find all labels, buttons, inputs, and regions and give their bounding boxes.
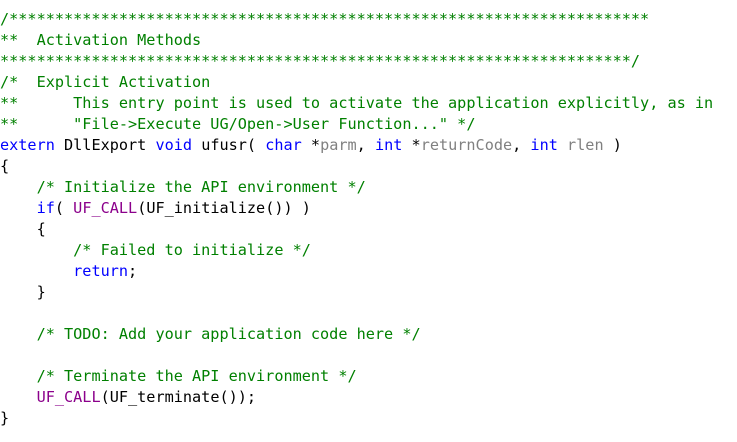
code-area[interactable]: /***************************************… [0,9,713,429]
code-line: /* Failed to initialize */ [0,240,713,261]
code-text: { [0,157,10,175]
code-text: * [402,136,421,154]
code-text [0,367,37,385]
code-line: extern DllExport void ufusr( char *parm,… [0,135,713,156]
code-text [0,262,73,280]
code-keyword: if [36,199,55,217]
code-text: , [356,136,375,154]
code-comment: ** "File->Execute UG/Open->User Function… [0,115,476,133]
code-line: } [0,408,713,429]
code-keyword: void [155,136,193,154]
code-text: ( [54,199,74,217]
code-text [0,388,37,406]
code-text: * [301,136,321,154]
code-keyword: int [530,136,558,154]
code-line: { [0,156,713,177]
code-line: /* Terminate the API environment */ [0,366,713,387]
code-line: } [0,282,713,303]
code-line: if( UF_CALL(UF_initialize()) ) [0,198,713,219]
code-comment: /* Initialize the API environment */ [36,178,366,196]
code-line: ** "File->Execute UG/Open->User Function… [0,114,713,135]
code-comment: ** Activation Methods [0,31,202,49]
code-line [0,303,713,324]
code-text [558,136,567,154]
code-comment: /* Failed to initialize */ [73,241,311,259]
code-comment: /***************************************… [0,10,650,28]
code-line: ** Activation Methods [0,30,713,51]
code-text: (UF_initialize()) ) [137,199,311,217]
code-line [0,345,713,366]
code-parameter: rlen [567,136,604,154]
code-comment: /* Explicit Activation [0,73,211,91]
code-parameter: returnCode [420,136,513,154]
code-text: ; [128,262,138,280]
code-macro: UF_CALL [73,199,138,217]
code-text [0,178,37,196]
code-text: { [0,220,46,238]
code-line: { [0,219,713,240]
code-line: UF_CALL(UF_terminate()); [0,387,713,408]
code-text [0,199,37,217]
code-text: ufusr( [192,136,266,154]
code-keyword: char [265,136,302,154]
code-text: } [0,283,46,301]
code-comment: /* TODO: Add your application code here … [36,325,421,343]
code-text: DllExport [54,136,156,154]
code-keyword: extern [0,136,55,154]
code-text: , [512,136,531,154]
code-comment: /* Terminate the API environment */ [36,367,357,385]
code-text [0,325,37,343]
code-line: /***************************************… [0,9,713,30]
code-line: ****************************************… [0,51,713,72]
code-keyword: return [73,262,129,280]
code-macro: UF_CALL [36,388,101,406]
code-comment: ****************************************… [0,52,641,70]
code-parameter: parm [320,136,357,154]
code-line: /* Initialize the API environment */ [0,177,713,198]
code-text: } [0,409,10,427]
code-text: ) [603,136,622,154]
code-line: /* Explicit Activation [0,72,713,93]
code-comment: ** This entry point is used to activate … [0,94,714,112]
code-text [0,241,73,259]
code-line: /* TODO: Add your application code here … [0,324,713,345]
code-line: ** This entry point is used to activate … [0,93,713,114]
code-line: return; [0,261,713,282]
code-text: (UF_terminate()); [100,388,257,406]
code-keyword: int [374,136,403,154]
